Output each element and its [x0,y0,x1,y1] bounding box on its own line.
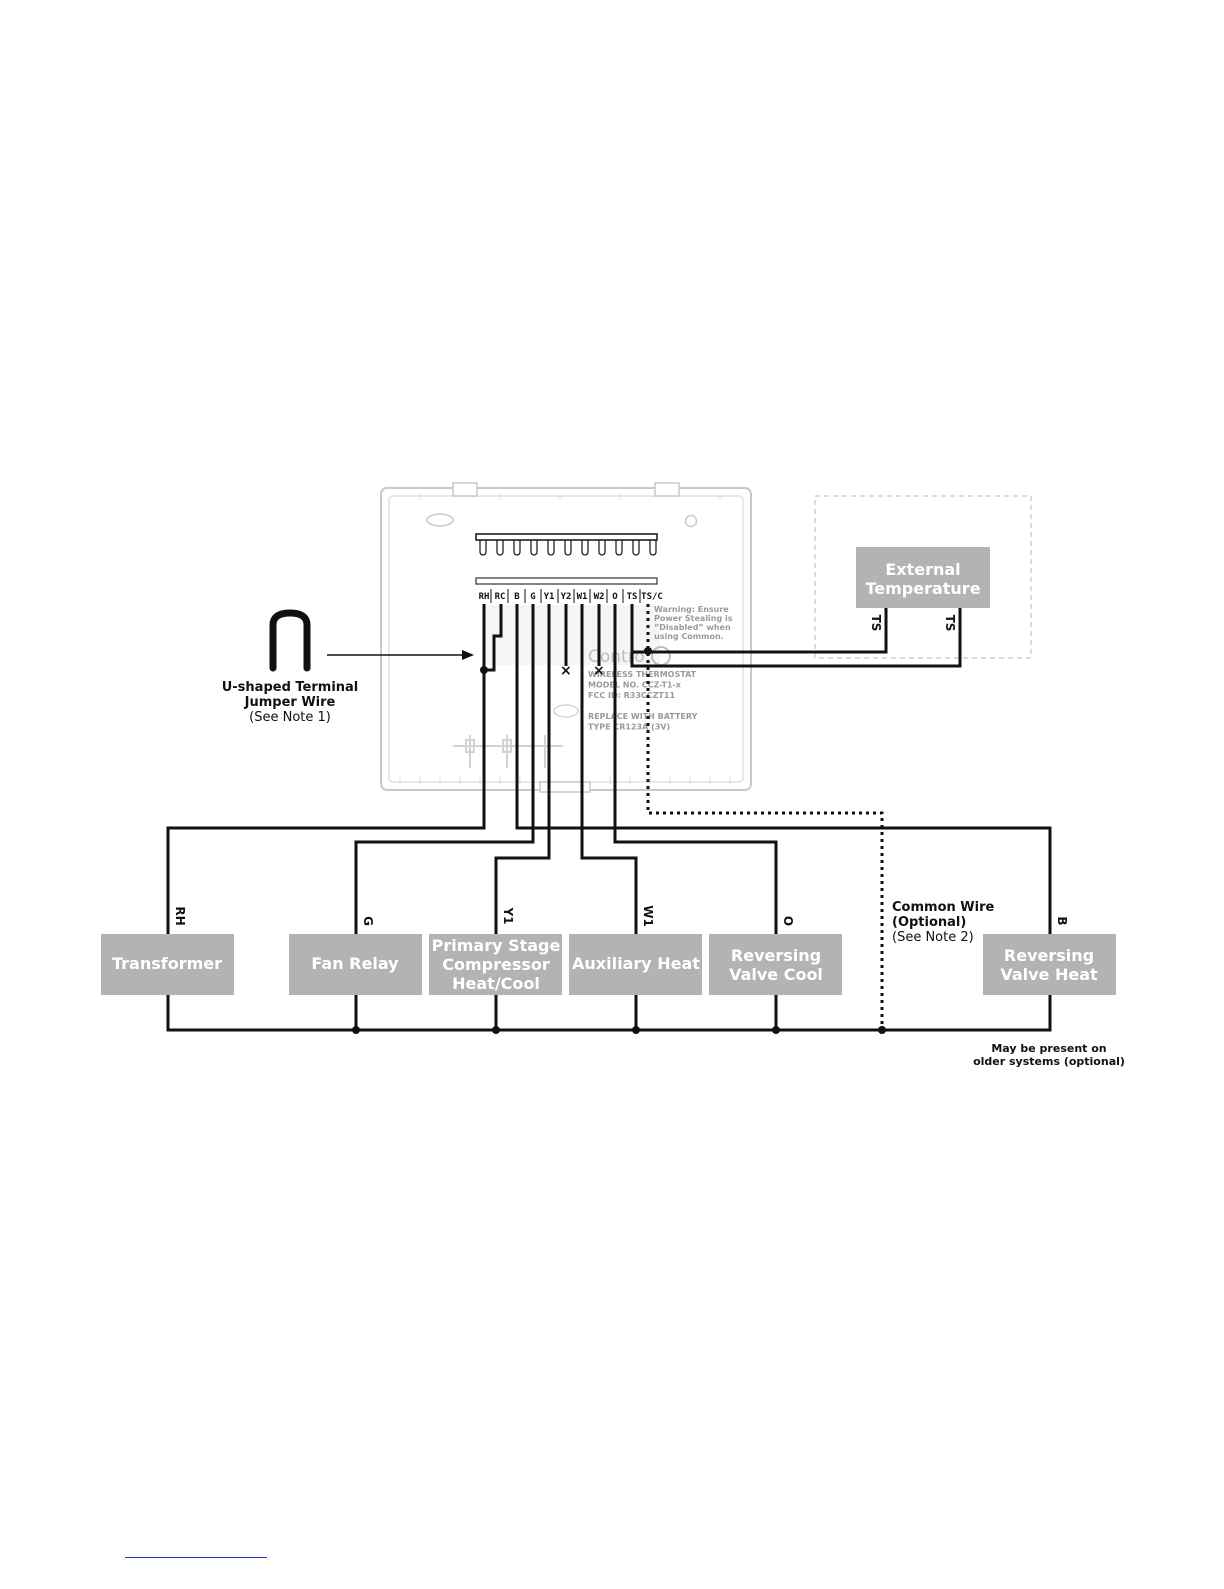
older-systems-note: May be present on older systems (optiona… [973,1042,1125,1068]
device-primary-stage-label-2: Compressor [442,955,550,974]
device-primary-stage-label-3: Heat/Cool [452,974,540,993]
footer-rule [125,1557,267,1558]
terminal-label: TS/C [641,592,663,602]
wire-label-g: G [361,916,375,926]
terminal-label: RC [495,592,506,602]
info-text-line: FCC ID: R33CCZT11 [588,691,675,700]
ts-wire-label-2: TS [943,615,957,632]
terminal-label: Y1 [544,592,555,602]
device-fan-relay-label: Fan Relay [311,954,399,973]
common-wire-label-1: Common Wire [892,900,994,915]
terminal-label: RH [479,592,490,602]
jumper-label-1: U-shaped Terminal [222,680,359,695]
device-auxiliary-heat: Auxiliary Heat W1 [569,905,702,995]
warning-text-line: using Common. [654,632,724,641]
ts-wire-label-1: TS [869,615,883,632]
external-sensor-enclosure [814,495,1032,659]
device-rv-heat-label-1: Reversing [1004,946,1094,965]
jumper-label-2: Jumper Wire [244,695,336,710]
warning-text-line: “Disabled” when [654,623,731,632]
device-auxiliary-heat-label: Auxiliary Heat [572,954,700,973]
device-reversing-valve-heat: Reversing Valve Heat B [983,916,1116,995]
device-transformer: Transformer RH [101,906,234,995]
terminal-label: W2 [594,592,605,602]
external-temperature-sensor: External Temperature TS TS [856,547,990,631]
terminal-label: B [514,592,520,602]
external-sensor-label-2: Temperature [865,579,980,598]
terminal-label: G [530,592,535,602]
terminal-label: W1 [577,592,588,602]
wire-label-b: B [1055,916,1069,925]
older-systems-note-2: older systems (optional) [973,1055,1125,1068]
device-reversing-valve-cool: Reversing Valve Cool O [709,916,842,995]
info-text-line: MODEL NO. CCZ-T1-x [588,681,682,690]
terminal-label: TS [627,592,638,602]
u-jumper: U-shaped Terminal Jumper Wire (See Note … [222,609,474,725]
wiring: × × [166,604,1052,1034]
jumper-note: (See Note 1) [249,710,331,725]
wire-label-y1: Y1 [501,906,515,924]
terminal-label: Y2 [561,592,572,602]
info-text-line: WIRELESS THERMOSTAT [588,670,697,679]
terminal-label: O [612,592,618,602]
device-primary-stage: Primary Stage Compressor Heat/Cool Y1 [429,906,562,995]
wire-label-rh: RH [173,906,187,925]
device-transformer-label: Transformer [112,954,222,973]
device-primary-stage-label-1: Primary Stage [432,936,561,955]
w2-unused-mark: × [593,663,605,679]
wire-label-o: O [781,916,795,926]
info-text-line: TYPE CR123A (3V) [588,723,670,732]
common-wire-label-2: (Optional) [892,915,966,930]
device-rv-cool-label-2: Valve Cool [729,965,823,984]
device-rv-heat-label-2: Valve Heat [1000,965,1098,984]
external-sensor-label-1: External [885,560,960,579]
info-text-line: REPLACE WITH BATTERY [588,712,698,721]
warning-text-line: Warning: Ensure [654,605,729,614]
older-systems-note-1: May be present on [991,1042,1106,1055]
warning-text-line: Power Stealing is [654,614,733,623]
device-rv-cool-label-1: Reversing [731,946,821,965]
devices: Transformer RH Fan Relay G Primary Stage… [101,905,1116,995]
common-wire-annotation: Common Wire (Optional) (See Note 2) [892,900,994,945]
common-wire-note: (See Note 2) [892,930,974,945]
device-fan-relay: Fan Relay G [289,916,422,995]
y2-unused-mark: × [560,663,572,679]
wire-label-w1: W1 [641,905,655,927]
